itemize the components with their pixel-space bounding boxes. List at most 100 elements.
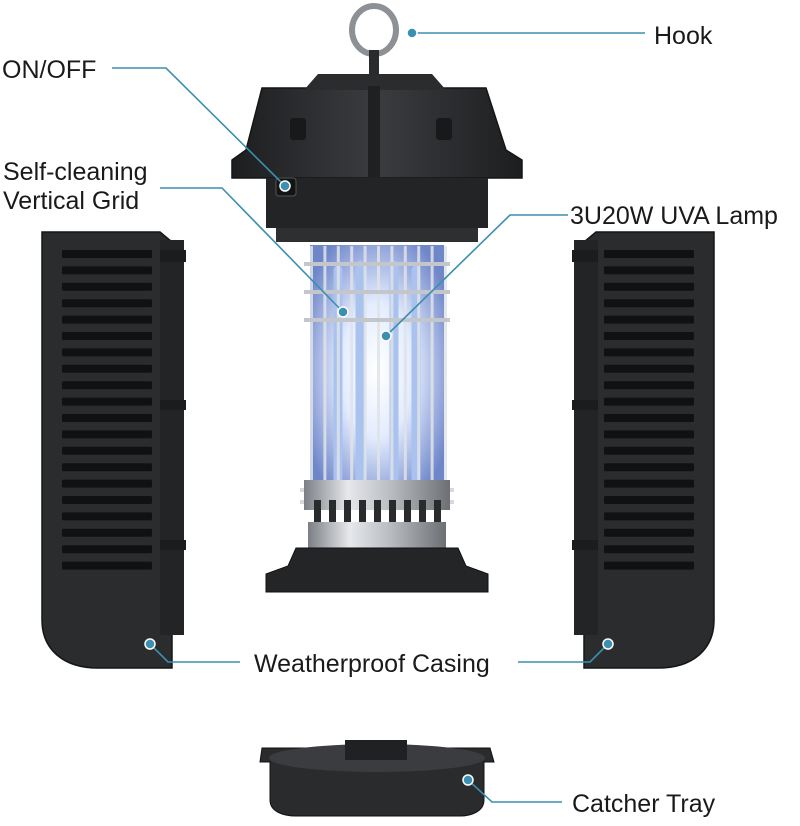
leader-grid-dot xyxy=(338,307,348,317)
casing-slot xyxy=(604,332,694,340)
leader-lamp-dot xyxy=(381,331,391,341)
label-weatherproof-casing: Weatherproof Casing xyxy=(254,650,490,679)
leader-on-off-dot xyxy=(280,181,290,191)
right-casing-lip-mid xyxy=(572,400,598,410)
casing-slot xyxy=(62,496,152,504)
label-tray-text: Catcher Tray xyxy=(572,790,715,819)
casing-slot xyxy=(62,463,152,471)
casing-slot xyxy=(604,266,694,274)
left-casing xyxy=(42,232,186,668)
grid-ring xyxy=(304,318,450,322)
casing-slot xyxy=(62,250,152,258)
casing-slot xyxy=(604,414,694,422)
catcher-tray xyxy=(260,740,494,816)
label-on-off-text: ON/OFF xyxy=(2,56,96,85)
hook-stem xyxy=(369,50,379,78)
grid-bar xyxy=(417,246,420,482)
cap-rib xyxy=(368,86,380,178)
casing-slot xyxy=(604,447,694,455)
casing-slot xyxy=(604,430,694,438)
casing-slot xyxy=(604,512,694,520)
cap-notch-left xyxy=(290,118,306,140)
bottom-slat xyxy=(389,500,396,524)
grid-bar xyxy=(431,246,434,482)
label-casing-text: Weatherproof Casing xyxy=(254,650,490,679)
label-on-off: ON/OFF xyxy=(2,56,96,85)
grid-bar xyxy=(377,246,380,482)
left-casing-flange xyxy=(160,240,184,635)
grid-bar xyxy=(444,246,447,482)
grid-bar xyxy=(350,246,353,482)
right-casing-flange xyxy=(574,240,598,635)
casing-slot xyxy=(62,348,152,356)
right-casing xyxy=(572,232,714,668)
grid-bar xyxy=(364,246,367,482)
cap-collar xyxy=(266,178,488,228)
label-hook: Hook xyxy=(654,22,712,51)
hook-ring-icon xyxy=(352,6,396,54)
bottom-slat xyxy=(434,500,441,524)
base-plate xyxy=(266,548,488,592)
grid-bar xyxy=(404,246,407,482)
casing-slot xyxy=(604,398,694,406)
left-casing-lip-bottom xyxy=(160,540,186,550)
label-lamp-text: 3U20W UVA Lamp xyxy=(570,202,778,231)
cap-collar-lip xyxy=(276,228,478,242)
casing-slot xyxy=(62,316,152,324)
bottom-slat xyxy=(374,500,381,524)
casing-slot xyxy=(604,496,694,504)
bottom-slat xyxy=(359,500,366,524)
casing-slot xyxy=(604,348,694,356)
casing-slot xyxy=(604,562,694,570)
casing-slot xyxy=(62,365,152,373)
casing-slot xyxy=(604,480,694,488)
casing-slot xyxy=(62,512,152,520)
cap-notch-right xyxy=(436,118,452,140)
casing-slot xyxy=(62,283,152,291)
grid-base-band xyxy=(308,522,446,548)
casing-slot xyxy=(62,562,152,570)
left-casing-lip-top xyxy=(160,250,186,262)
label-hook-text: Hook xyxy=(654,22,712,51)
casing-slot xyxy=(604,545,694,553)
casing-slot xyxy=(62,299,152,307)
bottom-slat xyxy=(344,500,351,524)
right-casing-lip-bottom xyxy=(572,540,598,550)
casing-slot xyxy=(62,529,152,537)
casing-slot xyxy=(62,545,152,553)
leader-hook-dot xyxy=(407,28,417,38)
bottom-slat xyxy=(419,500,426,524)
casing-slot xyxy=(604,283,694,291)
left-casing-lip-mid xyxy=(160,400,186,410)
leader-casing-left-dot xyxy=(145,639,155,649)
center-unit xyxy=(232,6,522,592)
casing-slot xyxy=(604,316,694,324)
label-grid-line1: Self-cleaning xyxy=(3,158,148,187)
casing-slot xyxy=(62,414,152,422)
label-uva-lamp: 3U20W UVA Lamp xyxy=(570,202,778,231)
tray-center-tab xyxy=(345,740,407,760)
casing-slot xyxy=(62,430,152,438)
grid-ring xyxy=(304,262,450,266)
grid-bar xyxy=(337,246,340,482)
bottom-slat xyxy=(404,500,411,524)
label-vertical-grid: Self-cleaning Vertical Grid xyxy=(3,158,148,216)
bottom-slat xyxy=(314,500,321,524)
casing-slot xyxy=(62,398,152,406)
right-casing-lip-top xyxy=(572,250,598,262)
casing-slot xyxy=(604,250,694,258)
casing-slot xyxy=(62,480,152,488)
leader-casing-right-dot xyxy=(603,639,613,649)
casing-slot xyxy=(604,529,694,537)
bottom-slat xyxy=(329,500,336,524)
leader-tray-dot xyxy=(463,775,473,785)
casing-slot xyxy=(604,299,694,307)
grid-bottom-slats xyxy=(314,500,441,524)
label-grid-line2: Vertical Grid xyxy=(3,187,148,216)
casing-slot xyxy=(604,381,694,389)
grid-bar xyxy=(390,246,393,482)
casing-slot xyxy=(604,365,694,373)
casing-slot xyxy=(62,266,152,274)
